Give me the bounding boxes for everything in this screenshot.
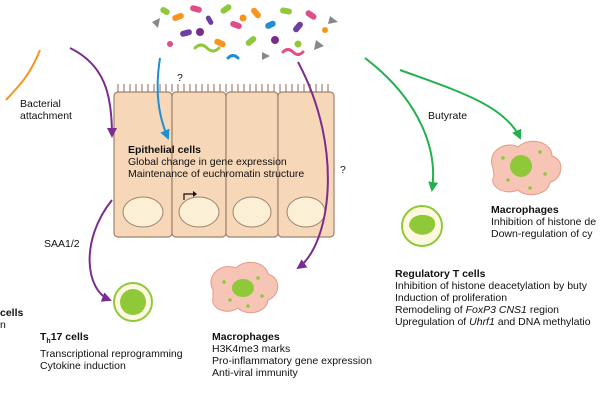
- th17-title: Th17 cells: [40, 331, 89, 346]
- macrophages-right-text: Macrophages Inhibition of histone de Dow…: [491, 204, 600, 240]
- nucleus: [232, 196, 272, 228]
- microbiota-cluster: [152, 4, 338, 60]
- epithelial-text: Epithelial cells Global change in gene e…: [128, 144, 305, 180]
- treg-title: Regulatory T cells: [395, 268, 486, 280]
- arrow-butyrate-to-macrophage: [399, 69, 522, 140]
- arrow-bacterial-attachment: [69, 47, 117, 138]
- question-mark-right: ?: [340, 164, 346, 176]
- nucleus: [122, 196, 164, 228]
- treg-cell: [401, 205, 443, 247]
- th17-cell: [113, 282, 153, 322]
- nucleus: [286, 196, 326, 228]
- orange-arrow: [5, 49, 41, 101]
- arrow-saa-to-th17: [88, 199, 113, 302]
- treg-text: Regulatory T cells Inhibition of histone…: [395, 268, 600, 328]
- th17-text: Th17 cells Transcriptional reprogramming…: [40, 331, 183, 373]
- left-cut-text: cells n: [0, 307, 24, 331]
- macrophage-bottom: [210, 261, 279, 314]
- macrophages-right-title: Macrophages: [491, 204, 559, 216]
- saa-label: SAA1/2: [44, 238, 80, 250]
- question-mark-top: ?: [177, 72, 183, 84]
- arrow-to-macrophages: [296, 61, 329, 270]
- macrophages-bottom-text: Macrophages H3K4me3 marks Pro-inflammato…: [212, 331, 372, 379]
- epithelial-layer: [113, 84, 335, 238]
- epithelial-title: Epithelial cells: [128, 144, 201, 156]
- nucleus: [178, 196, 220, 228]
- transcription-arrow-icon: [183, 193, 196, 200]
- macrophages-bottom-title: Macrophages: [212, 331, 280, 343]
- bacterial-attachment-label: Bacterial attachment: [20, 98, 72, 122]
- butyrate-label: Butyrate: [428, 110, 468, 122]
- epithelial-cell-4: [277, 91, 335, 238]
- arrow-butyrate-to-treg: [364, 57, 439, 192]
- macrophage-right: [491, 140, 562, 196]
- microvilli: [117, 84, 329, 92]
- arrow-blue-to-epithelial: [156, 57, 170, 140]
